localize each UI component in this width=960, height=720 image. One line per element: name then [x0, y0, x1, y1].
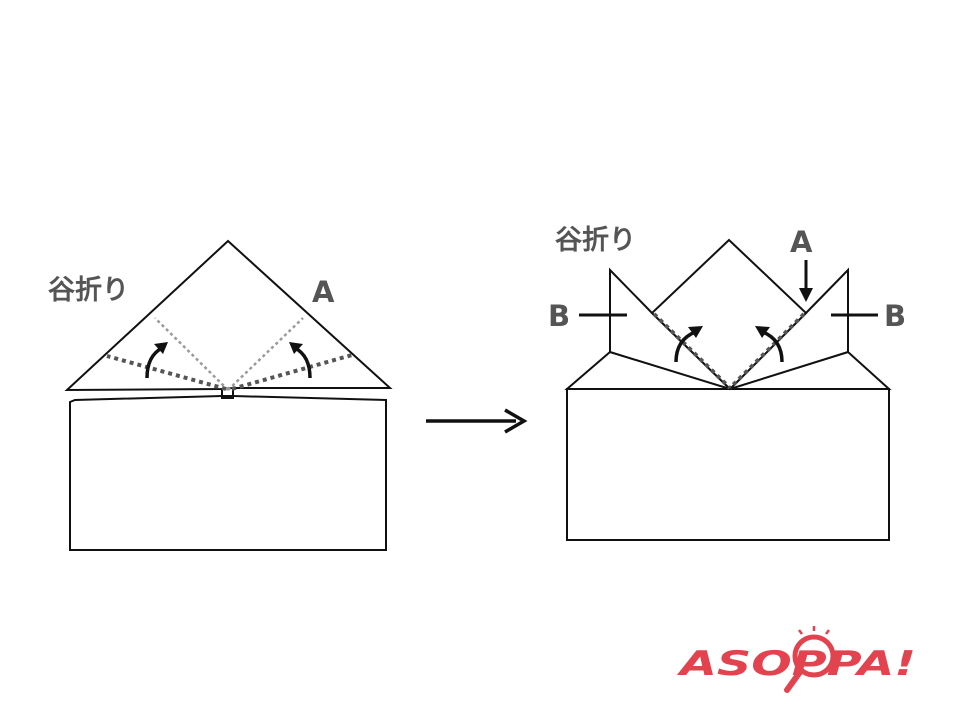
logo-magnifier-ring	[792, 634, 836, 678]
left-center-slit	[221, 389, 234, 399]
right-step: 谷折り A B B	[548, 225, 906, 541]
step-arrow-head	[504, 408, 528, 434]
right-fold-label: 谷折り	[555, 225, 636, 256]
right-fold-arrowhead-left	[688, 326, 703, 338]
asoppa-logo: ASOPPA!	[676, 626, 916, 693]
right-fold-arrow-right	[762, 330, 784, 363]
logo-magnifier-handle	[784, 669, 803, 693]
right-point-b-right-label: B	[884, 299, 906, 333]
left-guide-line-left	[154, 317, 229, 391]
left-fold-label: 谷折り	[48, 275, 129, 306]
right-fold-line-right	[728, 312, 806, 390]
left-base-rect	[69, 395, 387, 551]
logo-spark-3	[798, 629, 803, 635]
left-fold-arrowhead-left	[154, 342, 168, 354]
right-fold-arrowhead-right	[755, 326, 770, 338]
logo-spark-2	[825, 629, 830, 635]
left-point-a-label: A	[312, 275, 335, 309]
logo-text: ASOPPA!	[676, 644, 916, 684]
left-guide-line-right	[227, 317, 304, 391]
left-triangle	[64, 239, 393, 392]
right-point-a-label: A	[790, 225, 813, 259]
right-point-a-arrowhead	[799, 288, 813, 302]
right-fold-arrow-left	[674, 330, 696, 363]
step-arrow	[426, 408, 528, 434]
left-step: 谷折り A	[48, 239, 393, 551]
right-fold-line-left	[652, 312, 732, 390]
left-fold-arrowhead-right	[289, 342, 303, 354]
right-base-rect	[566, 388, 890, 541]
right-point-b-left-label: B	[548, 299, 570, 333]
